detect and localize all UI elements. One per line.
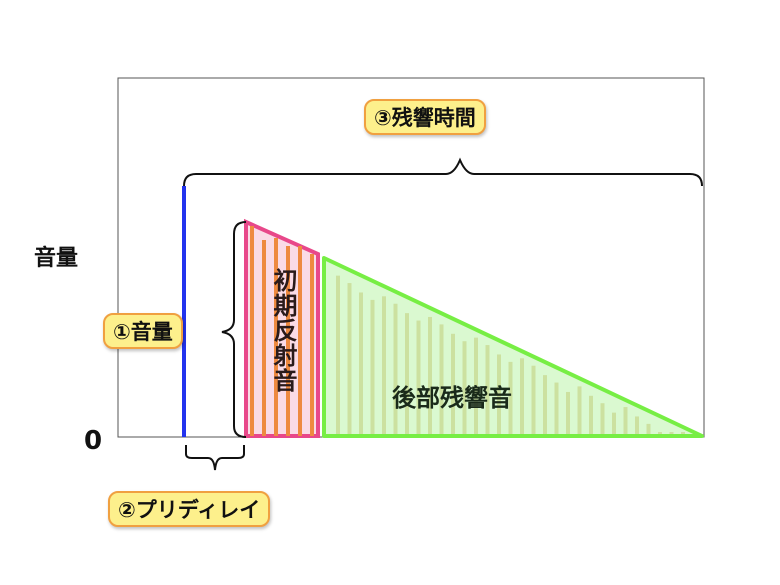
early-reflection-bars [250,226,314,436]
reflection-bar [262,240,266,436]
late-reverb-label: 後部残響音 [392,384,512,412]
volume-label: ①音量 [103,313,183,349]
reverb-time-label: ③残響時間 [364,99,486,135]
volume-brace [221,221,247,438]
early-reflections-label: 初期反射音 [269,268,297,393]
late-reverb-triangle [322,256,704,438]
reflection-bar [286,246,290,436]
zero-label: 0 [84,426,103,456]
predelay-brace [185,445,245,471]
reverb-time-brace [183,157,703,187]
reflection-bar [298,246,302,436]
predelay-label: ②プリディレイ [108,491,271,527]
y-axis-label: 音量 [34,246,79,271]
reflection-bar [250,226,254,436]
reflection-bar [310,254,314,436]
reflection-bar [274,238,278,436]
